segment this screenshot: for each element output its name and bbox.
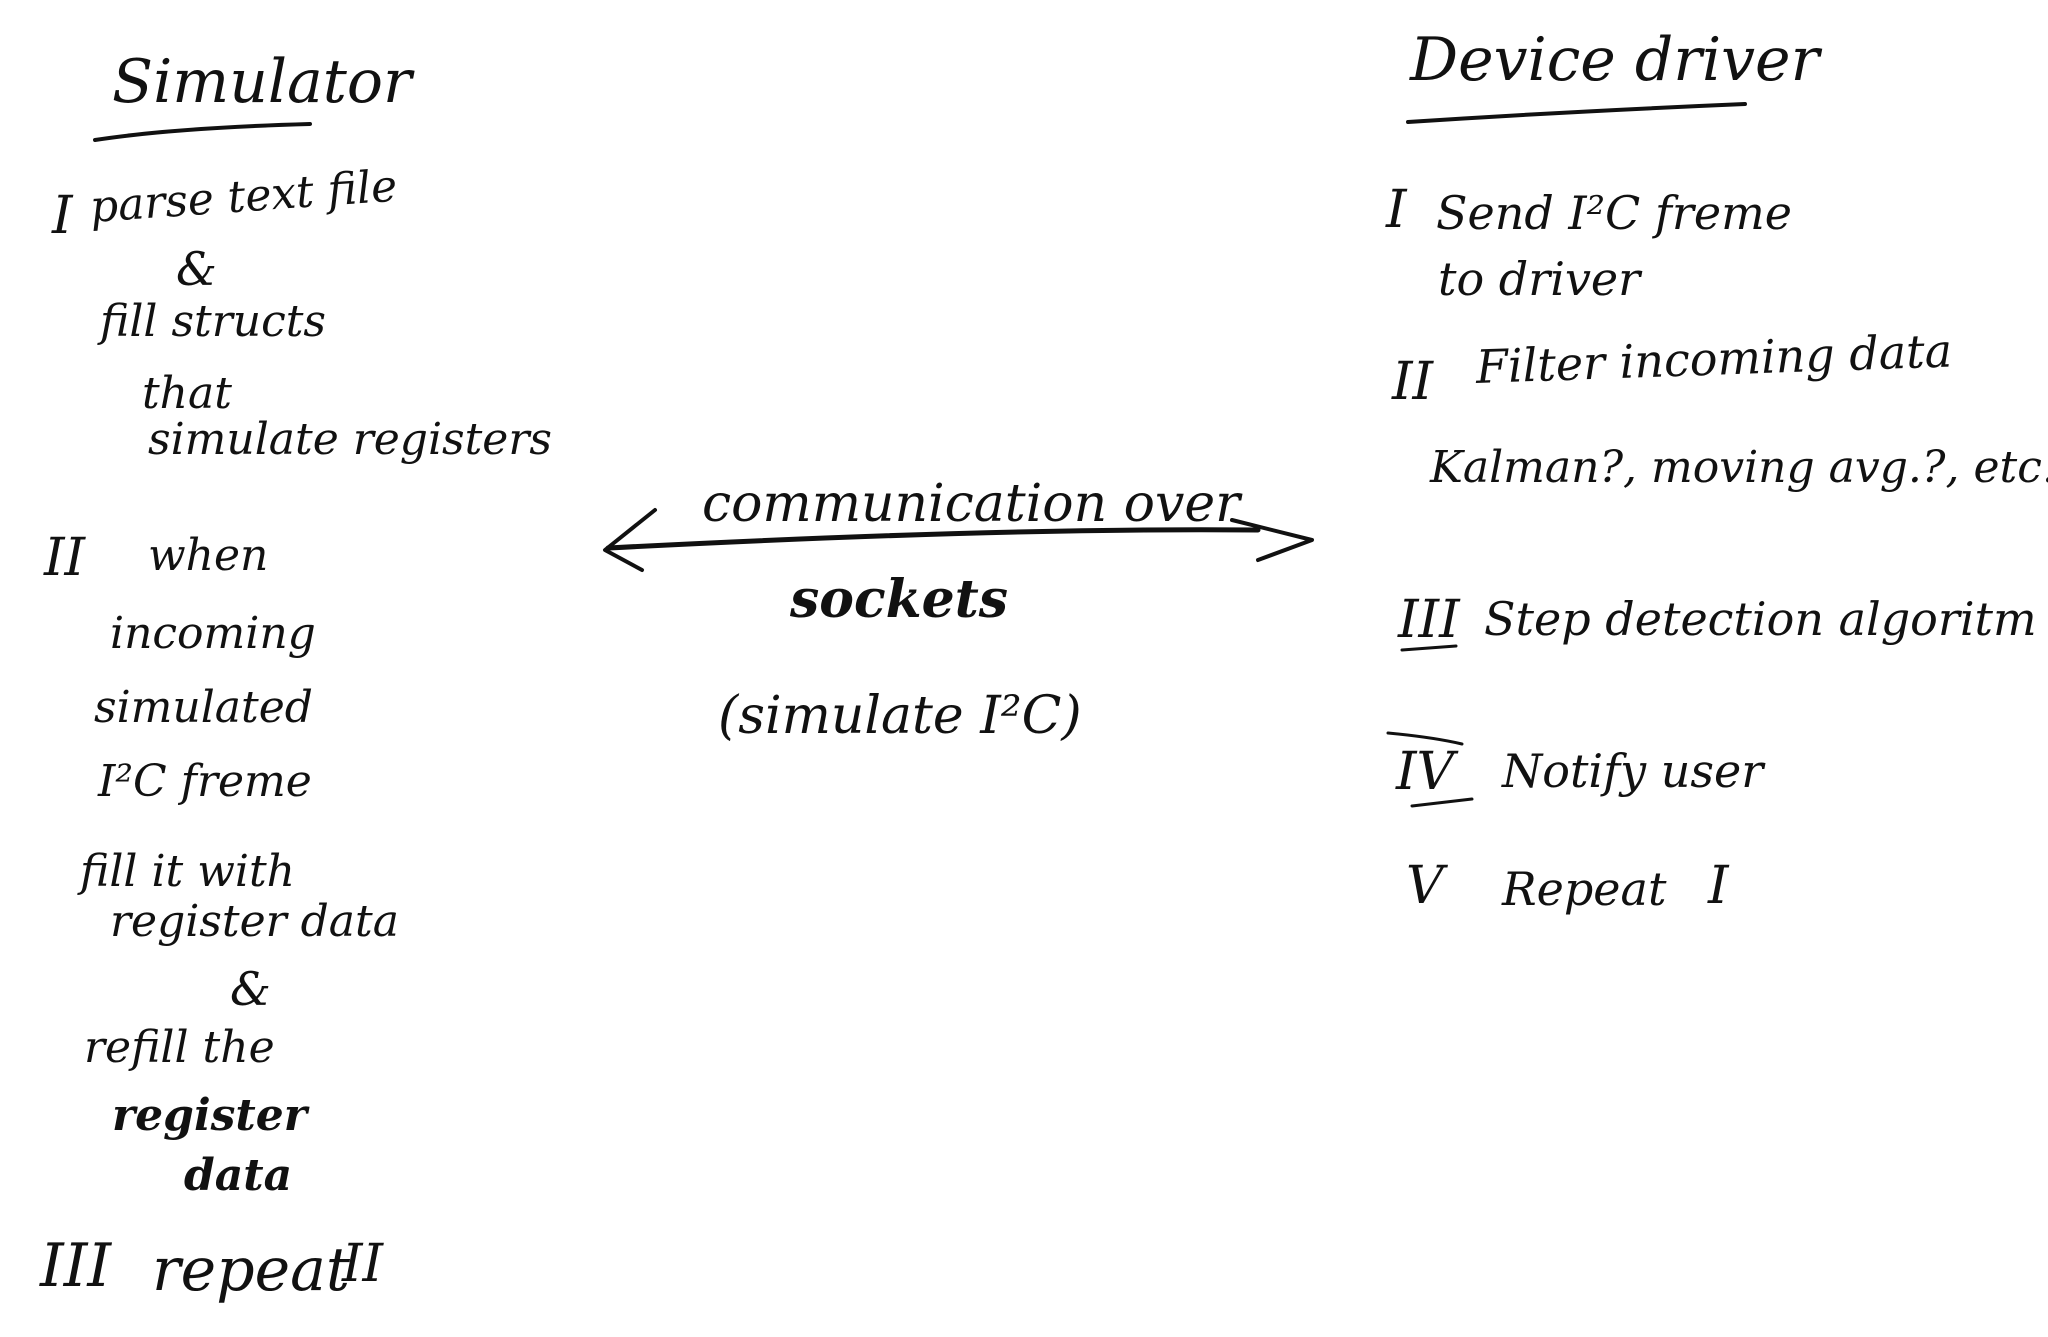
- driver-step5-ref: I: [1708, 856, 1729, 916]
- simulator-step2-line7: refill the: [84, 1022, 275, 1073]
- connection-label-bottom: (simulate I²C): [718, 686, 1082, 746]
- simulator-title-underline: [93, 122, 312, 142]
- simulator-step2-line8: register: [112, 1090, 307, 1141]
- arrow-head-right: [1230, 518, 1314, 562]
- simulator-step2-line1: when: [148, 530, 269, 581]
- driver-step2-line2: Kalman?, moving avg.?, etc.: [1430, 442, 2048, 493]
- simulator-step3-numeral: III: [40, 1231, 112, 1301]
- simulator-step1-line4: simulate registers: [148, 414, 552, 465]
- simulator-step2-line6: register data: [110, 896, 399, 947]
- simulator-step2-line9: data: [184, 1150, 293, 1201]
- driver-step1-numeral: I: [1386, 180, 1407, 240]
- driver-step3-numeral: III: [1398, 590, 1460, 650]
- simulator-step1-line3: that: [142, 368, 232, 419]
- driver-step2-numeral: II: [1392, 352, 1434, 412]
- simulator-step1-numeral: I: [52, 186, 73, 246]
- simulator-step2-line2: incoming: [110, 608, 316, 659]
- simulator-step1-line2: fill structs: [100, 296, 327, 347]
- driver-step5-text: Repeat: [1502, 862, 1667, 916]
- driver-title: Device driver: [1410, 25, 1820, 95]
- simulator-step2-line4: I²C freme: [98, 756, 312, 807]
- simulator-step2-amp: &: [230, 962, 271, 1016]
- simulator-step3-text: repeat: [152, 1235, 350, 1305]
- driver-step2-line1: Filter incoming data: [1475, 323, 1953, 394]
- driver-step4-numeral: IV: [1396, 742, 1455, 802]
- simulator-step2-line3: simulated: [94, 682, 313, 733]
- driver-step1-line1: Send I²C freme: [1436, 186, 1792, 240]
- driver-step5-numeral: V: [1406, 856, 1444, 916]
- simulator-step2-line5: fill it with: [80, 846, 295, 897]
- simulator-step2-numeral: II: [44, 528, 86, 588]
- simulator-step1-line1: parse text file: [88, 160, 399, 233]
- connection-label-mid: sockets: [790, 569, 1009, 630]
- driver-title-underline: [1406, 102, 1747, 124]
- arrow-head-left: [603, 508, 657, 572]
- driver-step3-text: Step detection algoritm: [1484, 592, 2037, 646]
- simulator-step3-ref: II: [342, 1234, 384, 1294]
- simulator-step1-amp: &: [176, 242, 217, 296]
- driver-step1-line2: to driver: [1438, 252, 1641, 306]
- connection-label-top: communication over: [702, 474, 1240, 534]
- simulator-title: Simulator: [112, 47, 412, 117]
- driver-step4-text: Notify user: [1502, 744, 1764, 798]
